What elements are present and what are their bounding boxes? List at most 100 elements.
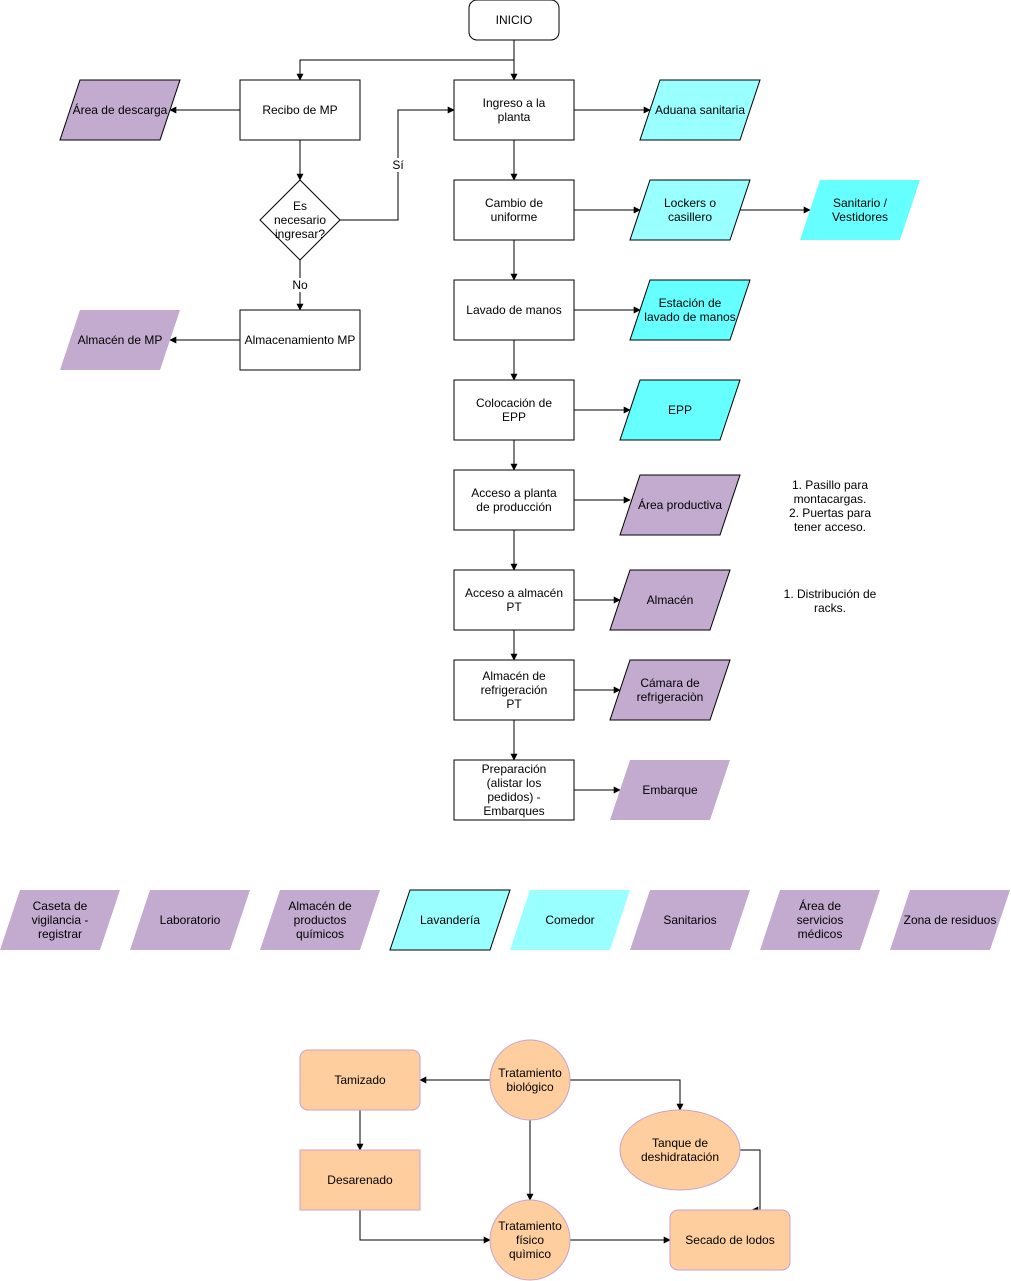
preparacion-node-shape <box>453 759 575 821</box>
sanitario-vestidores-node[interactable]: Sanitario /Vestidores <box>800 180 920 240</box>
epp-node-label: EPP <box>668 403 692 417</box>
area-item-4-label: Lavandería <box>420 913 480 927</box>
area-item-6-shape <box>630 890 750 950</box>
epp-node-shape <box>619 379 741 441</box>
embarque-node-shape <box>610 760 730 820</box>
area-productiva-node[interactable]: Área productiva <box>619 474 741 536</box>
embarque-node[interactable]: Embarque <box>610 760 730 820</box>
recibo-mp-node[interactable]: Recibo de MP <box>239 79 361 141</box>
almacenamiento-mp-node[interactable]: Almacenamiento MP <box>239 309 361 371</box>
sanitario-vestidores-node-shape <box>800 180 920 240</box>
almacen-node[interactable]: Almacén <box>609 569 731 631</box>
area-productiva-node-label: Área productiva <box>638 497 722 512</box>
recibo-mp-node-shape <box>239 79 361 141</box>
area-descarga-node[interactable]: Área de descarga <box>59 79 181 141</box>
epp-node[interactable]: EPP <box>619 379 741 441</box>
start-node[interactable]: INICIO <box>468 0 560 41</box>
decision-node-shape <box>259 179 341 261</box>
almacen-mp-node[interactable]: Almacén de MP <box>60 310 180 370</box>
area-productiva-node-shape <box>619 474 741 536</box>
cambio-uniforme-node-shape <box>453 179 575 241</box>
area-item-6[interactable]: Sanitarios <box>630 890 750 950</box>
area-item-2-label: Laboratorio <box>160 913 221 927</box>
edge-label-no: No <box>292 278 308 292</box>
area-descarga-node-shape <box>59 79 181 141</box>
aduana-node-label: Aduana sanitaria <box>655 103 745 117</box>
note-almacen: 1. Distribución de racks. <box>783 587 877 615</box>
colocacion-epp-node-shape <box>453 379 575 441</box>
secado-lodos-node-label: Secado de lodos <box>685 1233 774 1247</box>
aduana-node-shape <box>639 79 761 141</box>
aduana-node[interactable]: Aduana sanitaria <box>639 79 761 141</box>
lavado-manos-node-label: Lavado de manos <box>466 303 561 317</box>
area-item-5[interactable]: Comedor <box>510 890 630 950</box>
edge-desarenado-fisico <box>359 1210 491 1244</box>
note-productiva: 1. Pasillo para montacargas. 2. Puertas … <box>788 478 872 534</box>
tamizado-node-shape <box>299 1049 421 1111</box>
lavado-manos-node-shape <box>453 279 575 341</box>
secado-lodos-node-shape <box>669 1209 791 1271</box>
almacenamiento-mp-node-shape <box>239 309 361 371</box>
tratamiento-fisico-node-shape <box>489 1199 571 1281</box>
lockers-node-shape <box>629 179 751 241</box>
start-node-label: INICIO <box>496 13 533 27</box>
area-item-2[interactable]: Laboratorio <box>130 890 250 950</box>
area-item-5-label: Comedor <box>545 913 594 927</box>
lavado-manos-node[interactable]: Lavado de manos <box>453 279 575 341</box>
sanitario-vestidores-node-label: Sanitario /Vestidores <box>832 196 888 224</box>
edge-start-recibo <box>296 59 514 81</box>
almacenamiento-mp-node-label: Almacenamiento MP <box>245 333 356 347</box>
acceso-almacen-node-shape <box>453 569 575 631</box>
area-item-8-shape <box>890 890 1010 950</box>
recibo-mp-node-label: Recibo de MP <box>262 103 337 117</box>
area-item-4[interactable]: Lavandería <box>389 889 511 951</box>
edge-label-si: Sí <box>392 158 404 172</box>
secado-lodos-node[interactable]: Secado de lodos <box>669 1209 791 1271</box>
almacen-node-label: Almacén <box>647 593 694 607</box>
tratamiento-biologico-node-shape <box>489 1039 571 1121</box>
tamizado-node[interactable]: Tamizado <box>299 1049 421 1111</box>
almacen-node-shape <box>609 569 731 631</box>
desarenado-node[interactable]: Desarenado <box>299 1149 421 1211</box>
area-item-8-label: Zona de residuos <box>904 913 997 927</box>
area-item-3-shape <box>260 890 380 950</box>
area-item-8[interactable]: Zona de residuos <box>890 890 1010 950</box>
area-descarga-node-label: Área de descarga <box>73 102 168 117</box>
area-item-7-shape <box>760 890 880 950</box>
area-item-2-shape <box>130 890 250 950</box>
acceso-planta-node-shape <box>453 469 575 531</box>
